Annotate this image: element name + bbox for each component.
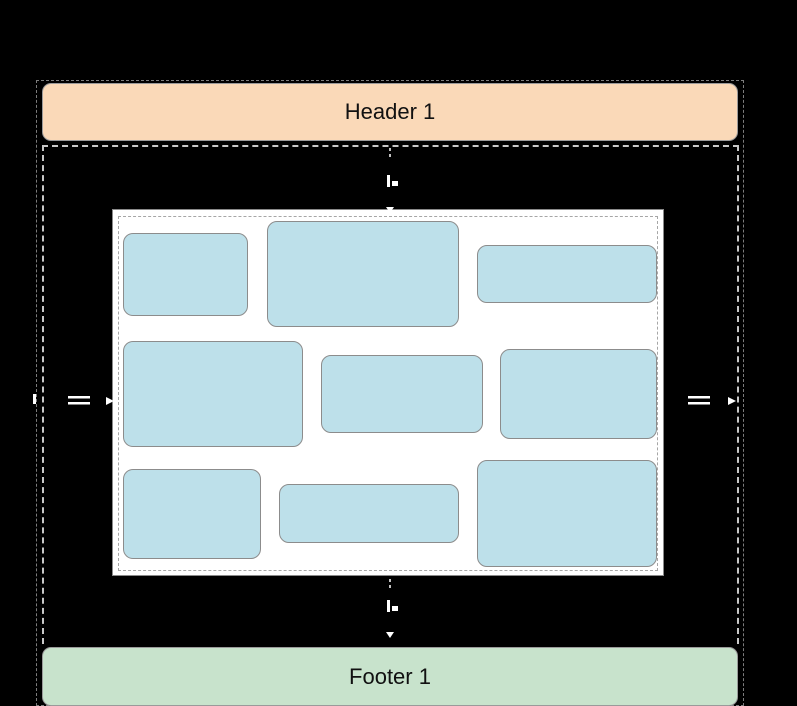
header-label: Header 1 [344,99,436,124]
tile-1 [123,233,248,316]
tile-2 [267,221,459,327]
tile-6 [500,349,657,439]
tile-7 [123,469,261,559]
content-padding-guide [118,216,658,571]
top-spacing-indicator [386,148,398,213]
footer-block: Footer 1 [42,647,738,706]
header-block: Header 1 [42,83,738,141]
tile-4 [123,341,303,447]
tile-5 [321,355,483,433]
left-spacing-indicator [33,394,114,405]
right-spacing-indicator [688,396,736,405]
tile-8 [279,484,459,543]
bottom-spacing-indicator [386,579,398,638]
tile-3 [477,245,657,303]
body-region [42,145,739,644]
tile-9 [477,460,657,567]
footer-label: Footer 1 [349,663,431,689]
